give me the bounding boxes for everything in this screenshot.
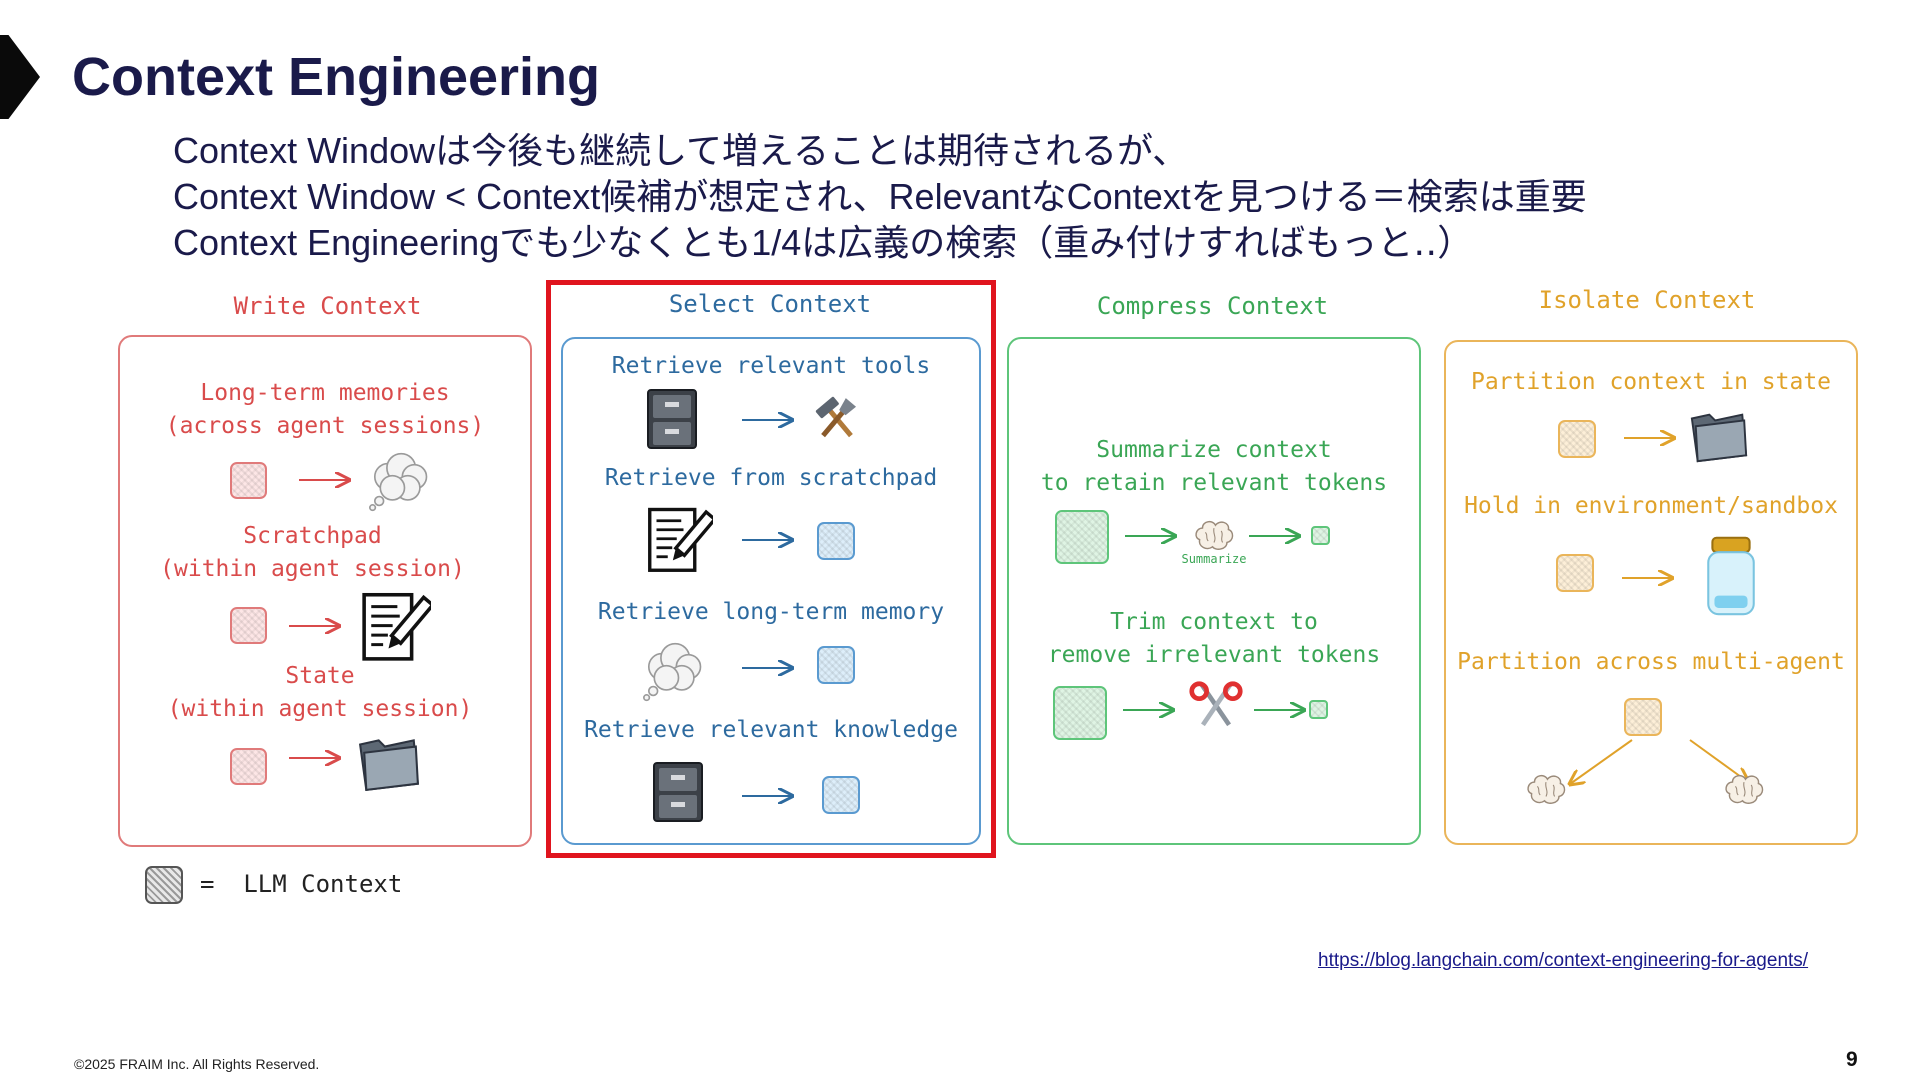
hammer-wrench-icon [812,394,862,444]
arrow-icon [289,616,345,636]
arrow-icon [289,748,345,768]
arrow-icon [1254,700,1310,720]
select-item-label: Retrieve long-term memory [597,599,945,625]
llm-context-legend-swatch [145,866,183,904]
llm-context-square [817,646,855,684]
isolate-item-label: Hold in environment/sandbox [1464,493,1838,519]
summarize-caption: Summarize [1181,552,1247,566]
write-item-label: State (within agent session) [167,663,473,722]
subtitle-line: Context Windowは今後も継続して増えることは期待されるが、 [173,130,1189,171]
arrow-icon [742,786,798,806]
notepad-pencil-icon [359,590,431,666]
arrow-icon [1123,700,1179,720]
select-context-panel [561,337,981,845]
scissors-icon [1188,680,1244,736]
write-item-label: Long-term memories (across agent session… [165,380,485,439]
isolate-item-label: Partition across multi-agent [1457,649,1845,675]
llm-context-square [1055,510,1109,564]
subtitle-block: Context Windowは今後も継続して増えることは期待されるが、 Cont… [173,128,1587,266]
arrow-icon [299,470,355,490]
llm-context-square [230,607,267,644]
write-context-heading: Write Context [233,292,422,320]
llm-context-square [817,522,855,560]
arrow-icon [1249,526,1305,546]
llm-context-square-small [1311,526,1330,545]
llm-context-square [1053,686,1107,740]
brain-icon [1722,772,1766,808]
thought-cloud-icon [640,636,706,702]
llm-context-square [230,462,267,499]
thought-cloud-icon [366,446,432,512]
compress-item-label: Trim context to remove irrelevant tokens [1047,609,1381,668]
file-cabinet-icon [644,387,700,451]
folder-icon [356,730,422,792]
source-link[interactable]: https://blog.langchain.com/context-engin… [1318,950,1809,971]
file-cabinet-icon [650,760,706,824]
page-title: Context Engineering [72,47,601,107]
llm-context-square-small [1309,700,1328,719]
write-item-label: Scratchpad (within agent session) [160,523,465,582]
write-context-panel [118,335,532,847]
arrow-icon [1560,739,1633,792]
select-item-label: Retrieve relevant knowledge [584,717,958,743]
compress-item-label: Summarize context to retain relevant tok… [1040,437,1388,496]
copyright-notice: ©2025 FRAIM Inc. All Rights Reserved. [74,1056,320,1072]
compress-context-heading: Compress Context [1096,292,1329,320]
brain-icon [1192,518,1236,554]
isolate-item-label: Partition context in state [1470,369,1832,395]
arrow-icon [1125,526,1181,546]
compress-context-panel [1007,337,1421,845]
arrow-icon [1624,428,1680,448]
llm-context-square [822,776,860,814]
arrow-icon [742,410,798,430]
select-item-label: Retrieve relevant tools [611,353,931,379]
subtitle-line: Context Window < Context候補が想定され、Relevant… [173,176,1587,217]
folder-icon [1688,404,1750,464]
select-context-highlight-frame [546,280,996,858]
isolate-context-heading: Isolate Context [1538,286,1756,314]
llm-context-square [1558,420,1596,458]
subtitle-line: Context Engineeringでも少なくとも1/4は広義の検索（重み付け… [173,222,1474,263]
arrow-icon [742,530,798,550]
arrow-icon [1622,568,1678,588]
llm-context-square [1624,698,1662,736]
isolate-context-panel [1444,340,1858,845]
select-context-heading: Select Context [668,290,872,318]
llm-context-square [230,748,267,785]
arrow-icon [742,658,798,678]
brain-icon [1524,772,1568,808]
page-number: 9 [1846,1048,1858,1071]
llm-context-square [1556,554,1594,592]
corner-chevron-mark [0,35,40,119]
select-item-label: Retrieve from scratchpad [604,465,938,491]
notepad-pencil-icon [645,505,713,577]
jar-icon [1700,535,1762,619]
legend-label: = LLM Context [200,870,403,898]
